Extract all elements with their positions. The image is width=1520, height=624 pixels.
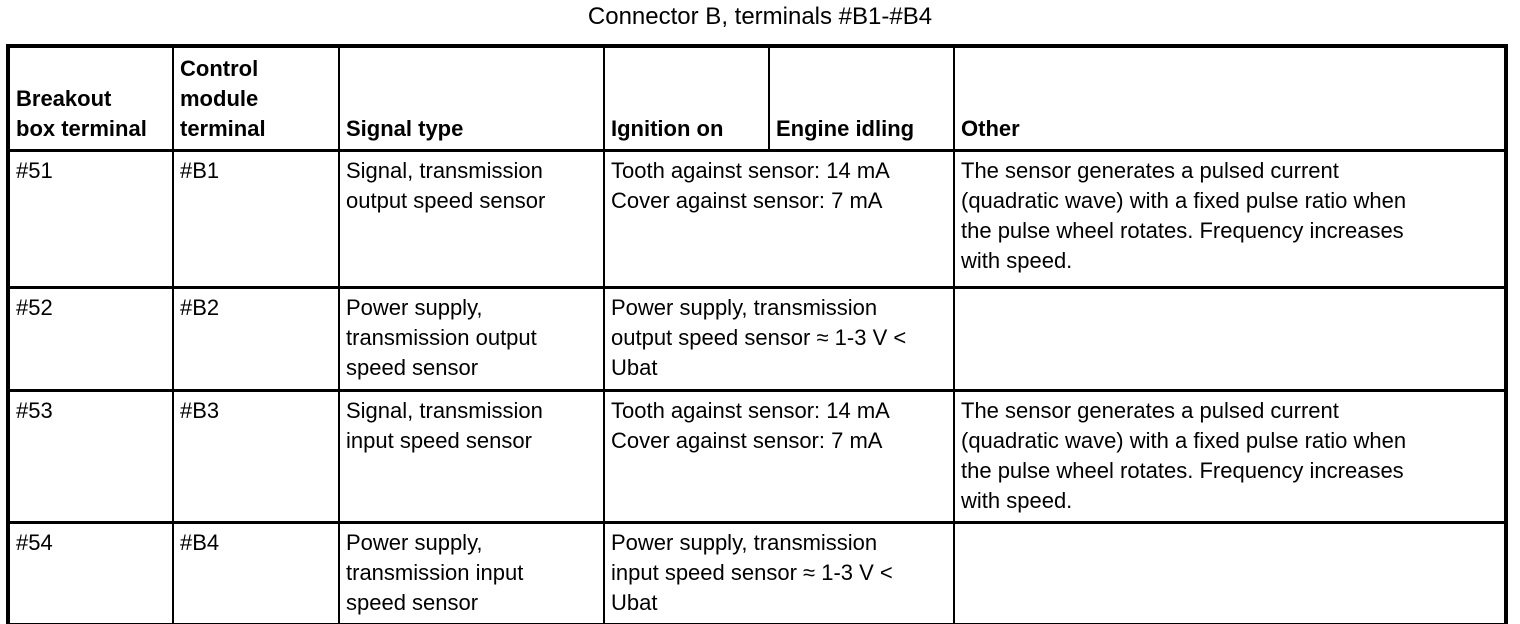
cell-ignition-on-engine-idling: Tooth against sensor: 14 mA Cover agains… — [603, 388, 955, 524]
table-header-row: Breakout box terminal Control module ter… — [7, 44, 1507, 152]
cell-control-module-terminal: #B1 — [172, 148, 340, 289]
cell-control-module-terminal: #B3 — [172, 388, 340, 524]
cell-control-module-terminal: #B2 — [172, 285, 340, 392]
table-row: #53 #B3 Signal, transmission input speed… — [7, 388, 1507, 524]
table-row: #52 #B2 Power supply, transmission outpu… — [7, 285, 1507, 392]
cell-breakout-box-terminal: #51 — [7, 148, 174, 289]
cell-ignition-on-engine-idling: Power supply, transmission input speed s… — [603, 520, 955, 624]
cell-breakout-box-terminal: #54 — [7, 520, 174, 624]
cell-control-module-terminal: #B4 — [172, 520, 340, 624]
col-header-other: Other — [953, 44, 1507, 152]
cell-signal-type: Power supply, transmission input speed s… — [338, 520, 605, 624]
col-header-ignition-on: Ignition on — [603, 44, 770, 152]
cell-other: The sensor generates a pulsed current (q… — [953, 388, 1507, 524]
cell-signal-type: Signal, transmission input speed sensor — [338, 388, 605, 524]
cell-ignition-on-engine-idling: Power supply, transmission output speed … — [603, 285, 955, 392]
cell-breakout-box-terminal: #53 — [7, 388, 174, 524]
cell-ignition-on-engine-idling: Tooth against sensor: 14 mA Cover agains… — [603, 148, 955, 289]
cell-signal-type: Power supply, transmission output speed … — [338, 285, 605, 392]
col-header-signal-type: Signal type — [338, 44, 605, 152]
cell-signal-type: Signal, transmission output speed sensor — [338, 148, 605, 289]
cell-breakout-box-terminal: #52 — [7, 285, 174, 392]
terminals-table: Breakout box terminal Control module ter… — [6, 44, 1508, 624]
col-header-control-module-terminal: Control module terminal — [172, 44, 340, 152]
col-header-breakout-box-terminal: Breakout box terminal — [7, 44, 174, 152]
cell-other: The sensor generates a pulsed current (q… — [953, 148, 1507, 289]
table-row: #51 #B1 Signal, transmission output spee… — [7, 148, 1507, 289]
table-row: #54 #B4 Power supply, transmission input… — [7, 520, 1507, 624]
cell-other — [953, 285, 1507, 392]
page-title: Connector B, terminals #B1-#B4 — [587, 3, 933, 30]
col-header-engine-idling: Engine idling — [768, 44, 955, 152]
cell-other — [953, 520, 1507, 624]
